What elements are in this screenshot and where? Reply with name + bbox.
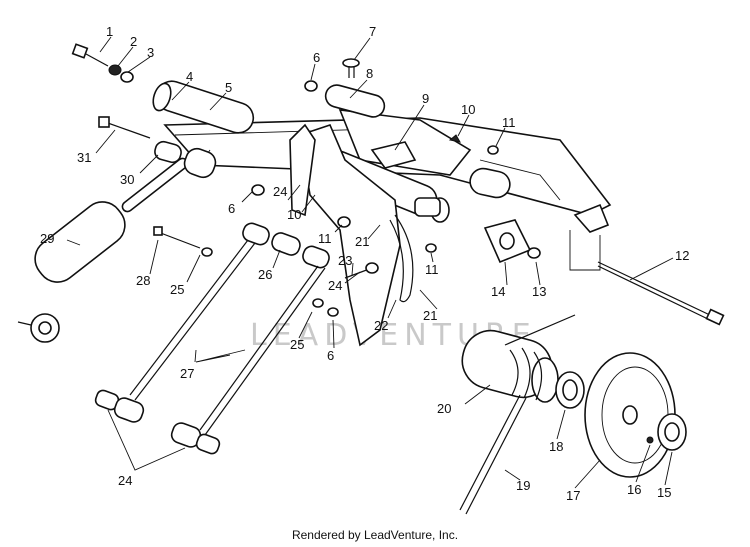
nut-11-mid bbox=[425, 243, 437, 253]
callout-30: 30 bbox=[120, 172, 134, 187]
long-bolt-12 bbox=[597, 261, 725, 326]
nut-6-top bbox=[304, 80, 318, 92]
fastener-10 bbox=[448, 134, 461, 143]
callout-5: 5 bbox=[225, 80, 232, 95]
side-bracket bbox=[569, 203, 610, 271]
idler-wheel-17 bbox=[584, 352, 676, 478]
pivot-tube bbox=[152, 80, 255, 134]
callout-2: 2 bbox=[130, 34, 137, 49]
callout-13: 13 bbox=[532, 284, 546, 299]
torque-arm-links bbox=[129, 222, 330, 436]
callout-25-left: 25 bbox=[170, 282, 184, 297]
bushing-30 bbox=[154, 140, 182, 164]
callout-6-top: 6 bbox=[313, 50, 320, 65]
callout-10-mid: 10 bbox=[287, 207, 301, 222]
washer-18 bbox=[555, 371, 585, 409]
washer-25 bbox=[312, 298, 324, 308]
upper-tube bbox=[324, 84, 511, 199]
nut-6-lower bbox=[327, 307, 339, 317]
callout-29: 29 bbox=[40, 231, 54, 246]
adjuster-block-14 bbox=[483, 219, 541, 264]
callout-15: 15 bbox=[657, 485, 671, 500]
callout-18: 18 bbox=[549, 439, 563, 454]
callout-28: 28 bbox=[136, 273, 150, 288]
callout-27: 27 bbox=[180, 366, 194, 381]
footer-credit: Rendered by LeadVenture, Inc. bbox=[291, 528, 459, 542]
screw-7 bbox=[342, 58, 360, 78]
callout-22: 22 bbox=[374, 318, 388, 333]
callout-8: 8 bbox=[366, 66, 373, 81]
callout-14: 14 bbox=[491, 284, 505, 299]
callout-20: 20 bbox=[437, 401, 451, 416]
center-bracket bbox=[289, 123, 401, 347]
tension-strap bbox=[389, 214, 414, 303]
callout-6-low: 6 bbox=[327, 348, 334, 363]
callout-26: 26 bbox=[258, 267, 272, 282]
callout-16: 16 bbox=[627, 482, 641, 497]
nut-11 bbox=[487, 145, 499, 155]
spring-wire-19 bbox=[459, 314, 576, 515]
callout-24-top: 24 bbox=[273, 184, 287, 199]
shock-absorber bbox=[17, 157, 189, 343]
shock-mount-collar bbox=[183, 147, 217, 179]
callout-11-top: 11 bbox=[502, 115, 516, 130]
callout-24-mid: 24 bbox=[328, 278, 342, 293]
callout-24-bottom: 24 bbox=[118, 473, 132, 488]
callout-7: 7 bbox=[369, 24, 376, 39]
bolt-31 bbox=[98, 116, 151, 139]
callout-4: 4 bbox=[186, 69, 193, 84]
callout-9: 9 bbox=[422, 91, 429, 106]
hub-15 bbox=[646, 413, 687, 451]
callout-1: 1 bbox=[106, 24, 113, 39]
callout-17: 17 bbox=[566, 488, 580, 503]
callout-6-left: 6 bbox=[228, 201, 235, 216]
callout-31: 31 bbox=[77, 150, 91, 165]
bolt-28 bbox=[153, 226, 213, 257]
callout-21-low: 21 bbox=[423, 308, 437, 323]
callout-10-top: 10 bbox=[461, 102, 475, 117]
callout-3: 3 bbox=[147, 45, 154, 60]
callout-12: 12 bbox=[675, 248, 689, 263]
nut-11-left bbox=[337, 216, 351, 228]
callout-labels: 1 2 3 4 5 6 7 8 9 10 11 31 30 6 24 10 11… bbox=[40, 24, 689, 503]
callout-23: 23 bbox=[338, 253, 352, 268]
clip-part bbox=[370, 141, 417, 169]
callout-19: 19 bbox=[516, 478, 530, 493]
nut-6-left bbox=[251, 184, 265, 196]
callout-21-mid: 21 bbox=[355, 234, 369, 249]
bolt-1 bbox=[71, 43, 134, 83]
callout-11-mid: 11 bbox=[425, 262, 439, 277]
bushings-24 bbox=[94, 389, 221, 455]
callout-11-left: 11 bbox=[318, 231, 332, 246]
leader-lines bbox=[66, 36, 674, 489]
callout-25-low: 25 bbox=[290, 337, 304, 352]
